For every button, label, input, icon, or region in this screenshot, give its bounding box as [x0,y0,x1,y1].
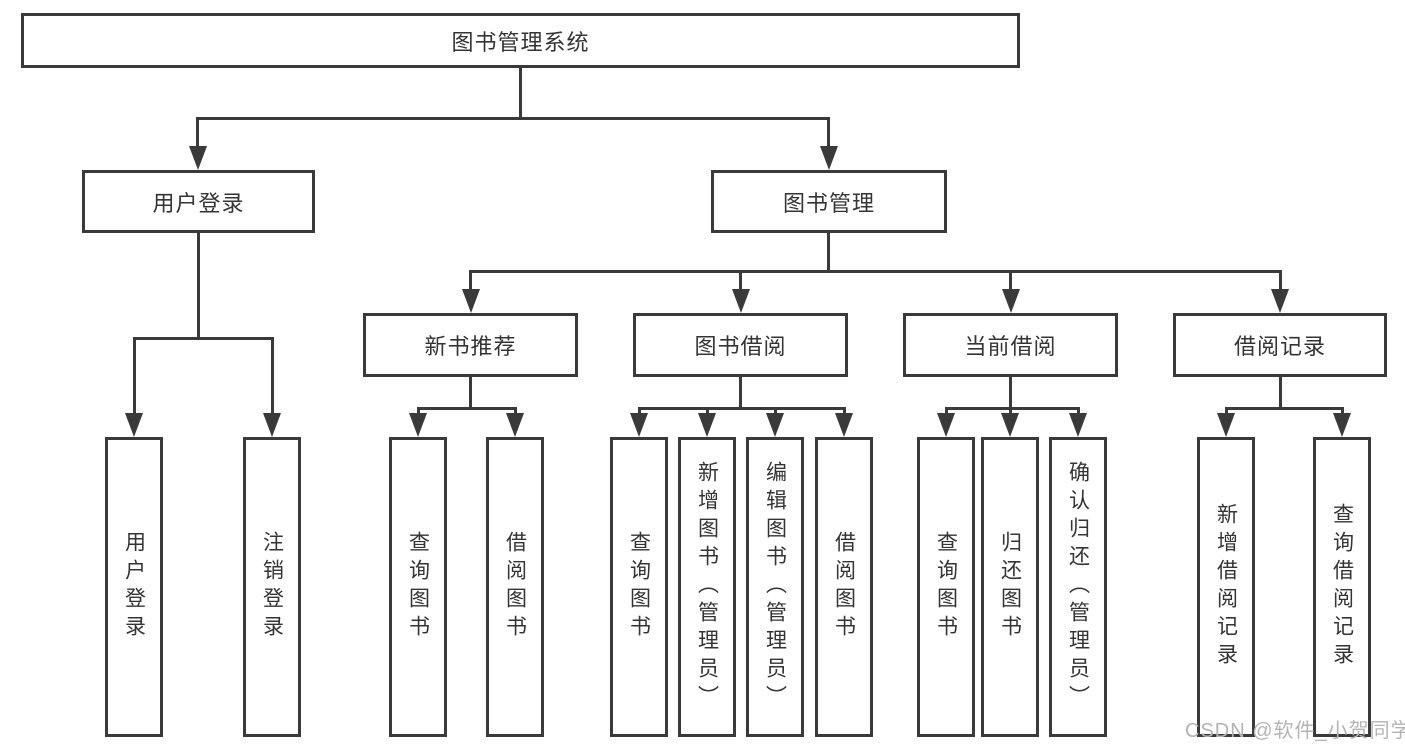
connector [1279,377,1282,410]
arrowhead-down-icon [409,413,427,437]
leaf-add-borrow-record-label: 新增借阅记录 [1214,503,1238,671]
leaf-query-borrow-record: 查询借阅记录 [1313,437,1371,737]
leaf-logout: 注销登录 [243,437,301,737]
leaf-logout-label: 注销登录 [260,531,284,643]
connector [417,407,517,410]
connector [739,270,742,291]
leaf-query-books-borrow-label: 查询图书 [627,531,651,643]
connector [774,407,777,417]
connector [196,117,199,148]
connector [1279,270,1282,291]
node-borrowing-records: 借阅记录 [1173,313,1387,377]
connector [1009,270,1012,291]
connector [417,407,420,417]
leaf-return-books: 归还图书 [981,437,1039,737]
connector [945,407,1080,410]
connector [519,68,522,120]
connector [196,117,830,120]
leaf-query-books-borrow: 查询图书 [610,437,668,737]
arrowhead-down-icon [506,413,524,437]
connector [1225,407,1228,417]
node-new-book-recommend-label: 新书推荐 [424,334,517,359]
leaf-borrow-books-label: 借阅图书 [832,531,856,643]
arrowhead-down-icon [1217,413,1235,437]
arrowhead-down-icon [462,289,480,313]
leaf-edit-books-admin: 编辑图书（管理员） [746,437,804,737]
arrowhead-down-icon [630,413,648,437]
leaf-query-books-recommend: 查询图书 [389,437,447,737]
arrowhead-down-icon [1002,289,1020,313]
node-new-book-recommend: 新书推荐 [363,313,578,377]
leaf-borrow-books-recommend: 借阅图书 [486,437,544,737]
connector [1009,407,1012,417]
connector [827,233,830,273]
node-current-borrowing: 当前借阅 [903,313,1118,377]
node-book-borrowing-label: 图书借阅 [694,334,787,359]
connector [1009,377,1012,410]
leaf-add-books-admin-label: 新增图书（管理员） [695,461,719,713]
node-borrowing-records-label: 借阅记录 [1233,334,1326,359]
leaf-query-borrow-record-label: 查询借阅记录 [1330,503,1354,671]
connector [706,407,709,417]
arrowhead-down-icon [1069,413,1087,437]
leaf-add-borrow-record: 新增借阅记录 [1197,437,1255,737]
connector [133,337,136,415]
leaf-return-books-label: 归还图书 [998,531,1022,643]
node-book-management-label: 图书管理 [782,190,875,216]
node-user-login: 用户登录 [82,170,315,233]
connector [827,117,830,148]
connector [945,407,948,417]
arrowhead-down-icon [125,413,143,437]
connector [469,270,472,291]
connector [638,407,846,410]
leaf-query-books-current: 查询图书 [917,437,975,737]
node-root-system: 图书管理系统 [21,13,1020,68]
watermark: CSDN @软件_小贺同学 [1185,720,1405,742]
arrowhead-down-icon [937,413,955,437]
arrowhead-down-icon [263,413,281,437]
connector [1077,407,1080,417]
node-user-login-label: 用户登录 [152,190,245,216]
arrowhead-down-icon [189,146,207,170]
node-current-borrowing-label: 当前借阅 [964,334,1057,359]
connector [469,377,472,410]
connector [514,407,517,417]
leaf-edit-books-admin-label: 编辑图书（管理员） [763,461,787,713]
leaf-query-books-current-label: 查询图书 [934,531,958,643]
leaf-add-books-admin: 新增图书（管理员） [678,437,736,737]
connector [1225,407,1344,410]
leaf-user-login-label: 用户登录 [122,531,146,643]
node-book-management: 图书管理 [711,170,947,233]
connector [133,337,274,340]
connector [469,270,1282,273]
arrowhead-down-icon [1271,289,1289,313]
connector [271,337,274,415]
connector [739,377,742,410]
leaf-borrow-books: 借阅图书 [815,437,873,737]
connector [843,407,846,417]
arrowhead-down-icon [698,413,716,437]
leaf-borrow-books-recommend-label: 借阅图书 [503,531,527,643]
arrowhead-down-icon [1333,413,1351,437]
leaf-confirm-return-admin: 确认归还（管理员） [1049,437,1107,737]
connector [1341,407,1344,417]
node-root-label: 图书管理系统 [451,29,590,55]
arrowhead-down-icon [766,413,784,437]
arrowhead-down-icon [732,289,750,313]
leaf-query-books-recommend-label: 查询图书 [406,531,430,643]
arrowhead-down-icon [835,413,853,437]
arrowhead-down-icon [1001,413,1019,437]
node-book-borrowing: 图书借阅 [633,313,848,377]
connector [197,233,200,340]
connector [638,407,641,417]
arrowhead-down-icon [820,146,838,170]
leaf-confirm-return-admin-label: 确认归还（管理员） [1066,461,1090,713]
leaf-user-login: 用户登录 [105,437,163,737]
